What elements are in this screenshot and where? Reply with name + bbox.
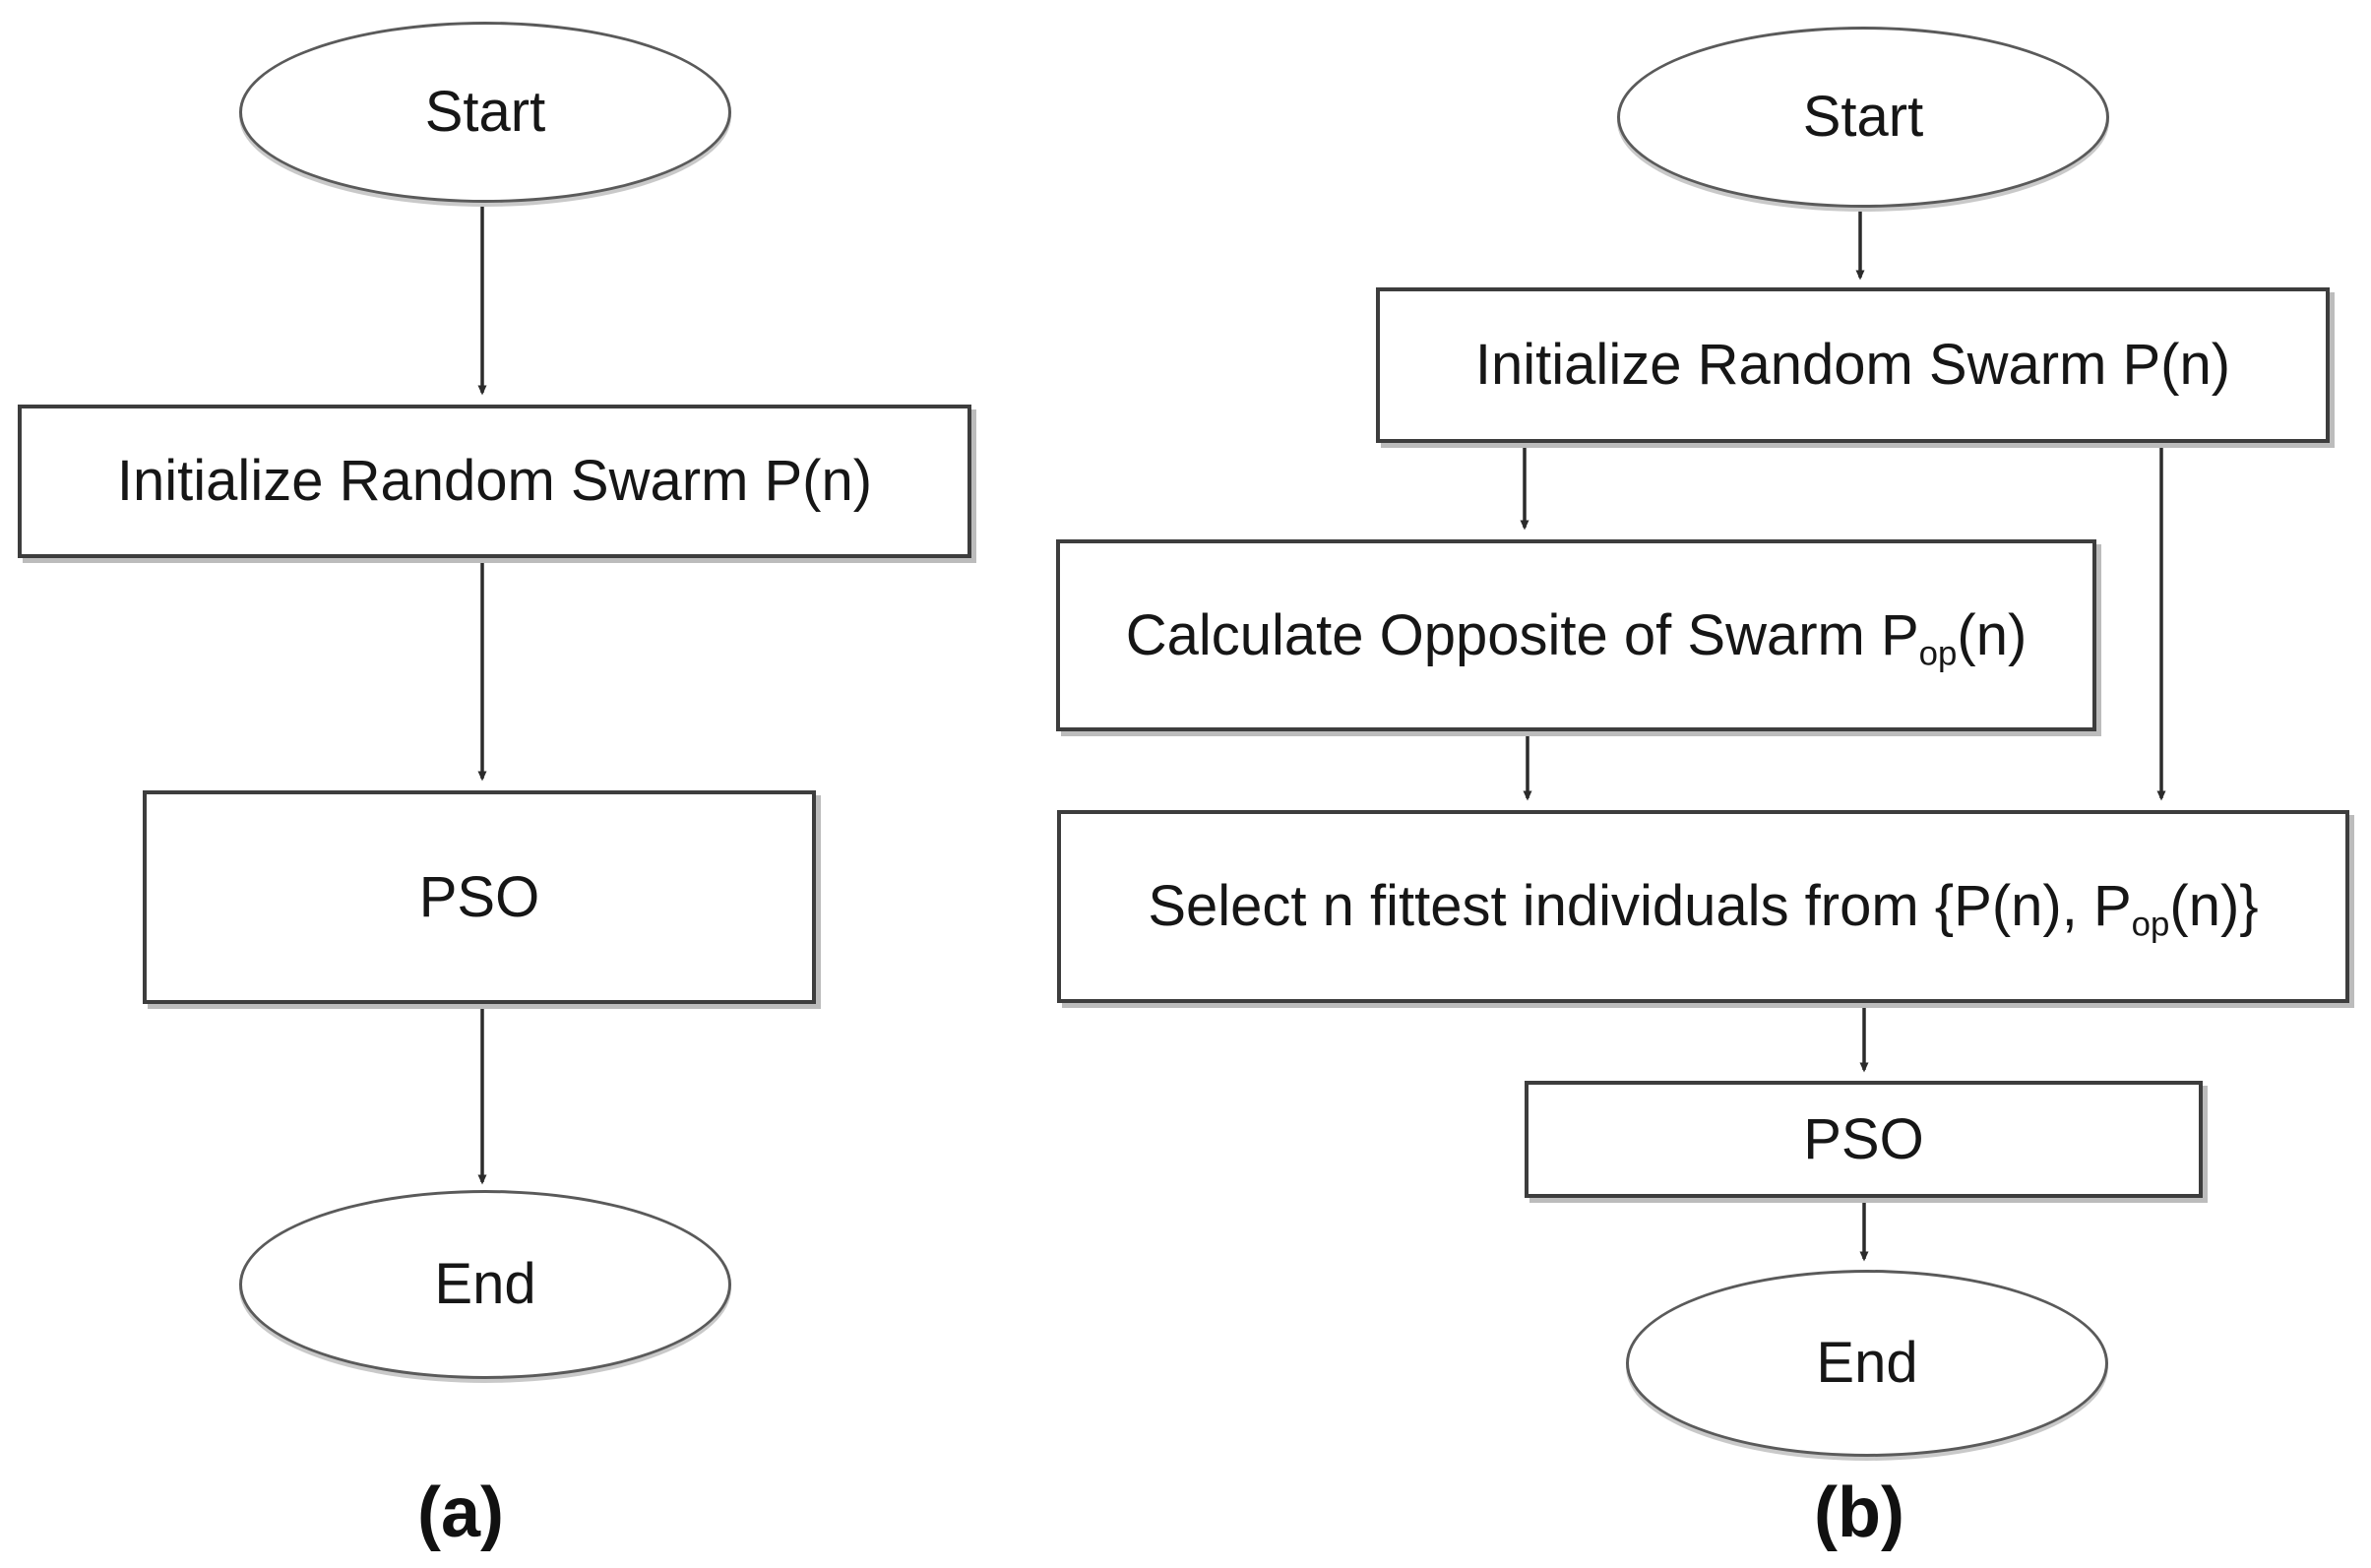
- node-b-initialize-label: Initialize Random Swarm P(n): [1474, 333, 2231, 398]
- node-b-calculate-subscript: op: [1918, 634, 1958, 673]
- node-b-start-label: Start: [1802, 85, 1924, 150]
- node-a-start: Start: [239, 22, 731, 203]
- node-b-calculate-label: Calculate Opposite of Swarm Pop(n): [1125, 602, 2028, 670]
- node-b-initialize: Initialize Random Swarm P(n): [1376, 287, 2330, 443]
- node-a-initialize: Initialize Random Swarm P(n): [18, 405, 971, 558]
- label-a: (a): [417, 1474, 504, 1552]
- node-b-select-subscript: op: [2131, 905, 2170, 944]
- label-b: (b): [1814, 1474, 1904, 1552]
- node-b-select-text: Select n fittest individuals from {P(n),…: [1148, 874, 2132, 939]
- node-a-end: End: [239, 1190, 731, 1379]
- node-b-end: End: [1626, 1270, 2108, 1457]
- node-b-start: Start: [1617, 27, 2109, 208]
- node-b-calculate: Calculate Opposite of Swarm Pop(n): [1056, 539, 2096, 731]
- node-b-pso: PSO: [1525, 1081, 2203, 1198]
- node-a-pso: PSO: [143, 790, 816, 1004]
- node-a-initialize-label: Initialize Random Swarm P(n): [116, 449, 873, 514]
- node-b-calculate-suffix: (n): [1957, 602, 2028, 667]
- node-b-pso-label: PSO: [1803, 1106, 1924, 1171]
- node-a-end-label: End: [434, 1252, 536, 1317]
- node-b-select: Select n fittest individuals from {P(n),…: [1057, 810, 2349, 1003]
- node-a-start-label: Start: [424, 80, 546, 145]
- node-a-pso-label: PSO: [418, 864, 540, 929]
- node-b-end-label: End: [1816, 1331, 1918, 1396]
- node-b-select-label: Select n fittest individuals from {P(n),…: [1148, 874, 2259, 942]
- node-b-select-suffix: (n)}: [2169, 874, 2259, 939]
- node-b-calculate-text: Calculate Opposite of Swarm P: [1125, 602, 1919, 667]
